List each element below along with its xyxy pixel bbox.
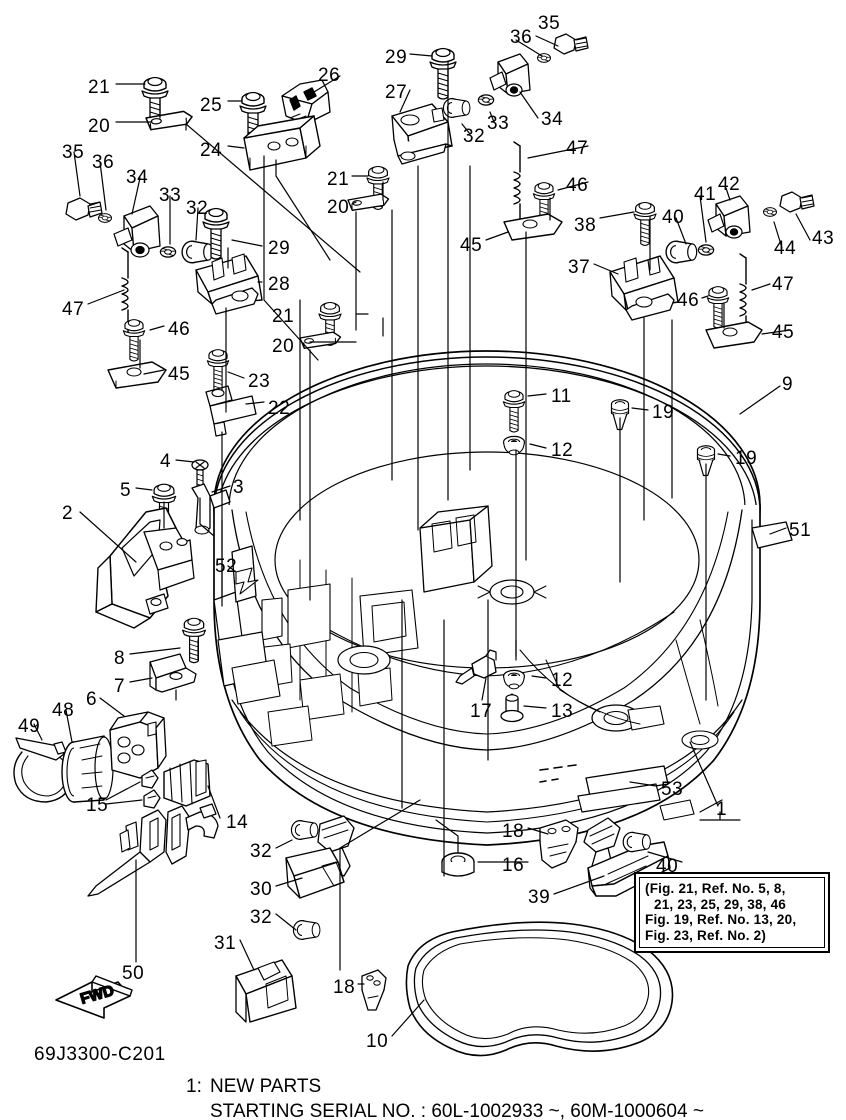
ref-number-47: 47 — [772, 274, 795, 295]
ref-number-32: 32 — [463, 126, 486, 147]
ref-number-26: 26 — [318, 65, 341, 86]
ref-number-40: 40 — [656, 856, 679, 877]
ref-number-20: 20 — [88, 116, 111, 137]
ref-number-35: 35 — [62, 142, 85, 163]
ref-number-53: 53 — [661, 779, 684, 800]
ref-number-13: 13 — [551, 701, 574, 722]
ref-number-37: 37 — [568, 257, 591, 278]
ref-number-19: 19 — [652, 402, 675, 423]
footnote-text: NEW PARTS — [210, 1076, 322, 1097]
ref-number-11: 11 — [551, 386, 572, 407]
ref-number-33: 33 — [159, 185, 182, 206]
ref-number-32: 32 — [250, 841, 273, 862]
ref-number-16: 16 — [502, 855, 525, 876]
ref-number-46: 46 — [677, 290, 700, 311]
ref-number-34: 34 — [541, 109, 564, 130]
ref-number-22: 22 — [268, 398, 291, 419]
footnote-serial-range: STARTING SERIAL NO. : 60L-1002933 ~, 60M… — [210, 1101, 704, 1120]
ref-number-30: 30 — [250, 879, 273, 900]
ref-number-14: 14 — [226, 812, 249, 833]
ref-number-45: 45 — [460, 235, 483, 256]
ref-number-29: 29 — [268, 238, 291, 259]
ref-number-36: 36 — [92, 152, 115, 173]
ref-number-32: 32 — [250, 907, 273, 928]
ref-number-21: 21 — [88, 77, 111, 98]
ref-number-40: 40 — [662, 207, 685, 228]
ref-number-23: 23 — [248, 371, 271, 392]
ref-number-43: 43 — [812, 228, 835, 249]
ref-number-19: 19 — [735, 448, 758, 469]
ref-number-12: 12 — [551, 440, 574, 461]
ref-number-29: 29 — [385, 47, 408, 68]
ref-number-15: 15 — [86, 795, 109, 816]
ref-number-5: 5 — [120, 480, 132, 501]
ref-number-8: 8 — [114, 648, 126, 669]
ref-number-46: 46 — [566, 175, 589, 196]
ref-number-31: 31 — [214, 933, 237, 954]
footnote-new-parts: 1: NEW PARTS — [186, 1074, 704, 1099]
ref-number-25: 25 — [200, 95, 223, 116]
ref-number-45: 45 — [772, 322, 795, 343]
ref-number-20: 20 — [327, 197, 350, 218]
ref-number-24: 24 — [200, 140, 223, 161]
ref-number-33: 33 — [487, 113, 510, 134]
ref-number-38: 38 — [574, 215, 597, 236]
legend-line-2: 21, 23, 25, 29, 38, 46 — [654, 896, 787, 912]
ref-number-48: 48 — [52, 700, 75, 721]
ref-number-39: 39 — [528, 887, 551, 908]
ref-number-52: 52 — [215, 556, 238, 577]
ref-number-42: 42 — [718, 174, 741, 195]
ref-number-4: 4 — [160, 451, 172, 472]
ref-number-20: 20 — [272, 336, 295, 357]
fwd-arrow-shape: FWD — [55, 975, 133, 1019]
ref-number-35: 35 — [538, 13, 561, 34]
ref-number-9: 9 — [782, 374, 794, 395]
ref-number-1: 1 — [716, 799, 728, 820]
ref-number-18: 18 — [333, 977, 356, 998]
ref-number-12: 12 — [551, 670, 574, 691]
legend-line-3: Fig. 19, Ref. No. 13, 20, — [645, 912, 797, 927]
ref-number-46: 46 — [168, 319, 191, 340]
footnotes: 1: NEW PARTS STARTING SERIAL NO. : 60L-10… — [186, 1074, 704, 1120]
legend-line-1: (Fig. 21, Ref. No. 5, 8, — [645, 881, 786, 896]
footnote-marker: 1: — [186, 1076, 202, 1097]
ref-number-7: 7 — [114, 676, 126, 697]
ref-number-3: 3 — [233, 477, 245, 498]
ref-number-41: 41 — [694, 184, 717, 205]
legend-line-4: Fig. 23, Ref. No. 2) — [645, 927, 767, 943]
ref-number-47: 47 — [566, 138, 589, 159]
ref-number-32: 32 — [186, 198, 209, 219]
ref-number-28: 28 — [268, 274, 291, 295]
ref-number-50: 50 — [122, 963, 145, 984]
figure-cross-reference-box: (Fig. 21, Ref. No. 5, 8, 21, 23, 25, 29,… — [634, 872, 830, 953]
ref-number-44: 44 — [774, 238, 797, 259]
ref-number-51: 51 — [789, 520, 812, 541]
ref-number-47: 47 — [62, 299, 85, 320]
ref-number-17: 17 — [470, 701, 493, 722]
ref-number-49: 49 — [18, 716, 41, 737]
ref-number-27: 27 — [385, 82, 408, 103]
ref-number-6: 6 — [86, 689, 98, 710]
ref-number-21: 21 — [327, 169, 350, 190]
ref-number-34: 34 — [126, 167, 149, 188]
ref-number-2: 2 — [62, 503, 74, 524]
drawing-number: 69J3300-C201 — [34, 1044, 166, 1065]
ref-number-18: 18 — [502, 821, 525, 842]
ref-number-36: 36 — [510, 27, 533, 48]
ref-number-21: 21 — [272, 306, 295, 327]
ref-number-10: 10 — [366, 1031, 389, 1052]
ref-number-45: 45 — [168, 364, 191, 385]
